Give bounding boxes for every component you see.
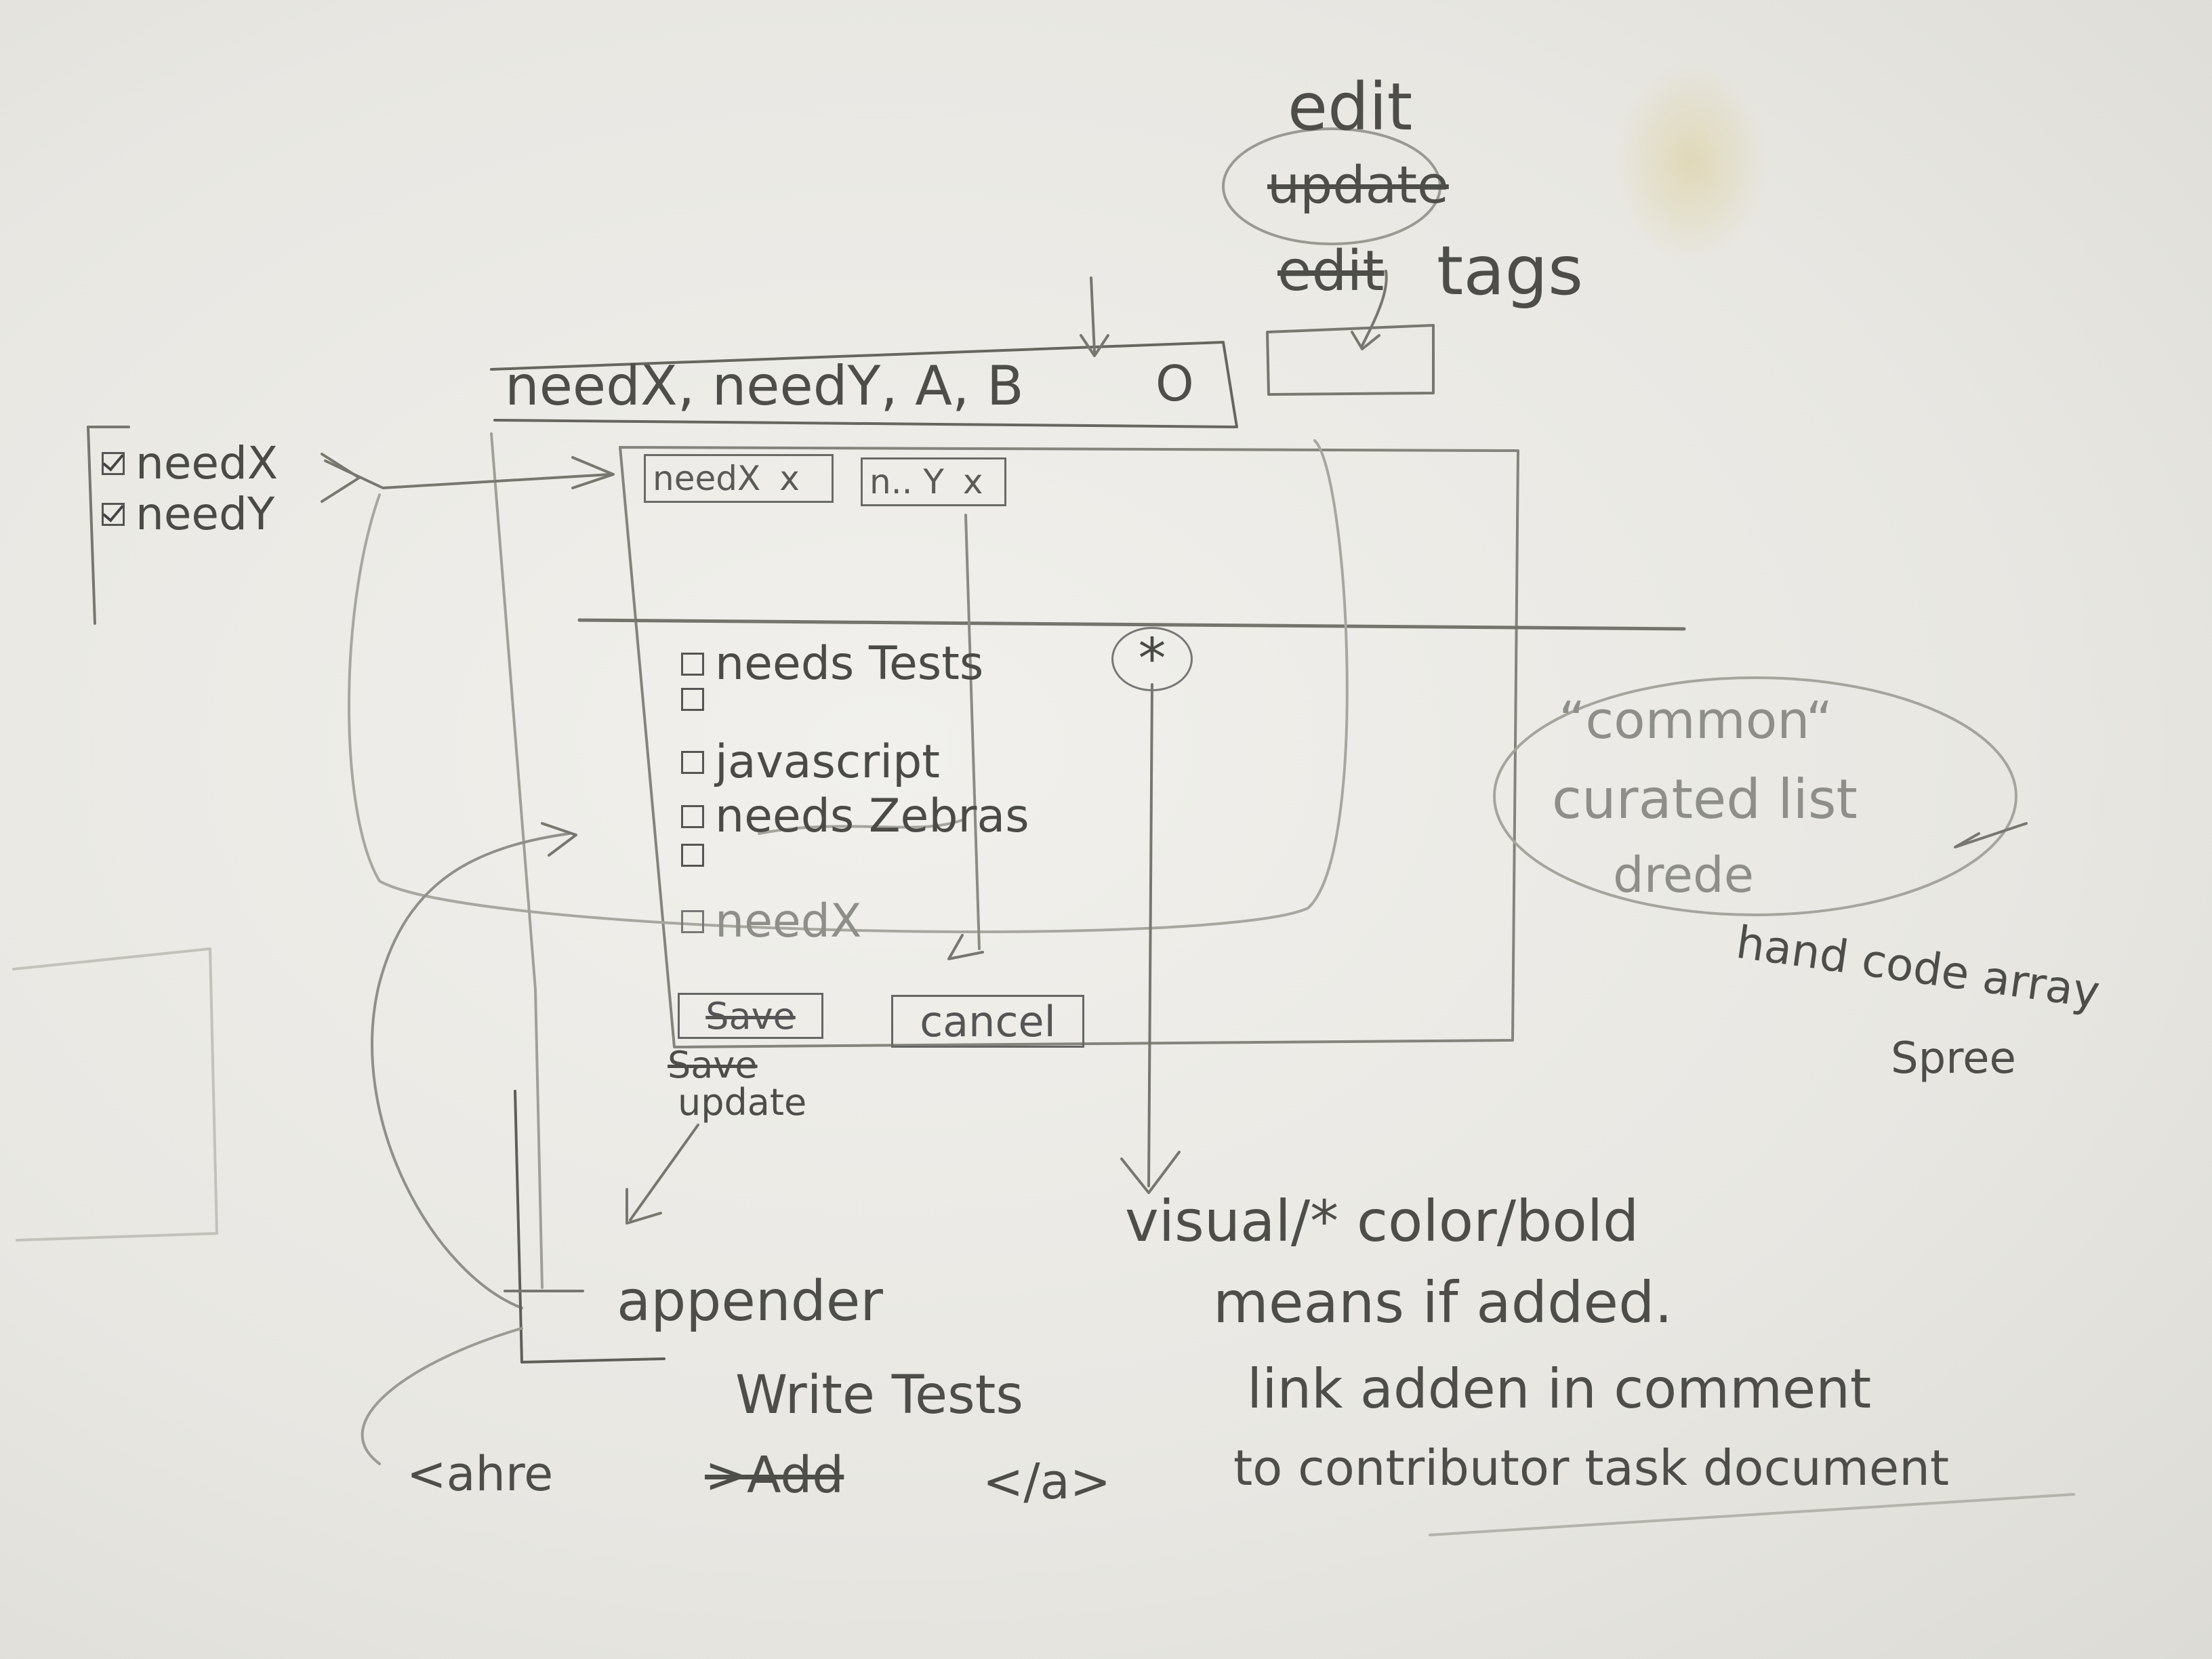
note-visual-1: visual/* color/bold <box>1125 1188 1639 1254</box>
common-list-item[interactable]: needX <box>681 895 862 948</box>
note-common: “common“ <box>1559 690 1833 750</box>
tag-chip-label: needX <box>653 459 761 498</box>
note-visual-2: means if added. <box>1213 1269 1673 1336</box>
common-list-item[interactable] <box>681 688 715 711</box>
tag-chip[interactable]: needX x <box>644 454 834 503</box>
left-list-item[interactable]: needX <box>102 437 278 489</box>
note-spree: Spree <box>1891 1033 2016 1084</box>
tag-chip[interactable]: n.. Y x <box>861 457 1006 506</box>
note-edit-struck: edit <box>1277 239 1385 304</box>
note-a-open: <ahre <box>407 1446 554 1502</box>
checkbox-icon[interactable] <box>681 909 704 933</box>
note-update: update <box>1267 155 1449 215</box>
checkbox-icon[interactable] <box>681 804 704 828</box>
checkbox-icon[interactable] <box>681 844 704 867</box>
checkbox-icon[interactable] <box>681 652 704 676</box>
common-list-label: needs Tests <box>715 637 984 691</box>
note-a-close: </a> <box>983 1453 1111 1510</box>
left-list-label: needX <box>136 437 279 489</box>
common-list-item[interactable]: needs Zebras <box>681 790 1029 843</box>
note-edit: edit <box>1288 69 1413 145</box>
note-add-struck: >Add <box>705 1446 844 1504</box>
checkbox-icon[interactable] <box>681 750 704 774</box>
common-list-label: needs Zebras <box>715 790 1029 843</box>
note-save-struck: Save <box>668 1044 758 1086</box>
tag-input-value[interactable]: needX, needY, A, B <box>505 354 1024 417</box>
common-list-item[interactable] <box>681 844 715 867</box>
cancel-button[interactable]: cancel <box>891 995 1084 1048</box>
note-visual-3: link adden in comment <box>1247 1357 1872 1420</box>
remove-tag-icon[interactable]: x <box>779 459 800 498</box>
checkbox-icon[interactable] <box>681 688 704 711</box>
note-curated-list: curated list <box>1552 768 1858 831</box>
clear-icon[interactable]: O <box>1155 355 1194 412</box>
remove-tag-icon[interactable]: x <box>962 462 983 501</box>
note-update-button: update <box>678 1081 807 1124</box>
save-button[interactable]: Save <box>678 993 823 1039</box>
note-write-tests: Write Tests <box>735 1365 1023 1426</box>
note-drede: drede <box>1613 846 1755 903</box>
common-list-label: needX <box>715 895 862 948</box>
left-list-label: needY <box>136 488 275 540</box>
star-icon: * <box>1111 627 1193 691</box>
checkbox-checked-icon[interactable] <box>102 502 125 526</box>
tag-chip-label: n.. Y <box>869 462 944 501</box>
note-appender: appender <box>617 1269 883 1334</box>
left-list-item[interactable]: needY <box>102 488 274 540</box>
coffee-stain <box>1613 61 1769 264</box>
common-list-item[interactable]: javascript <box>681 735 940 789</box>
common-list-label: javascript <box>715 735 940 789</box>
note-visual-4: to contributor task document <box>1233 1439 1950 1496</box>
checkbox-checked-icon[interactable] <box>102 451 125 475</box>
note-tags: tags <box>1437 231 1584 310</box>
common-list-item[interactable]: needs Tests <box>681 637 983 691</box>
